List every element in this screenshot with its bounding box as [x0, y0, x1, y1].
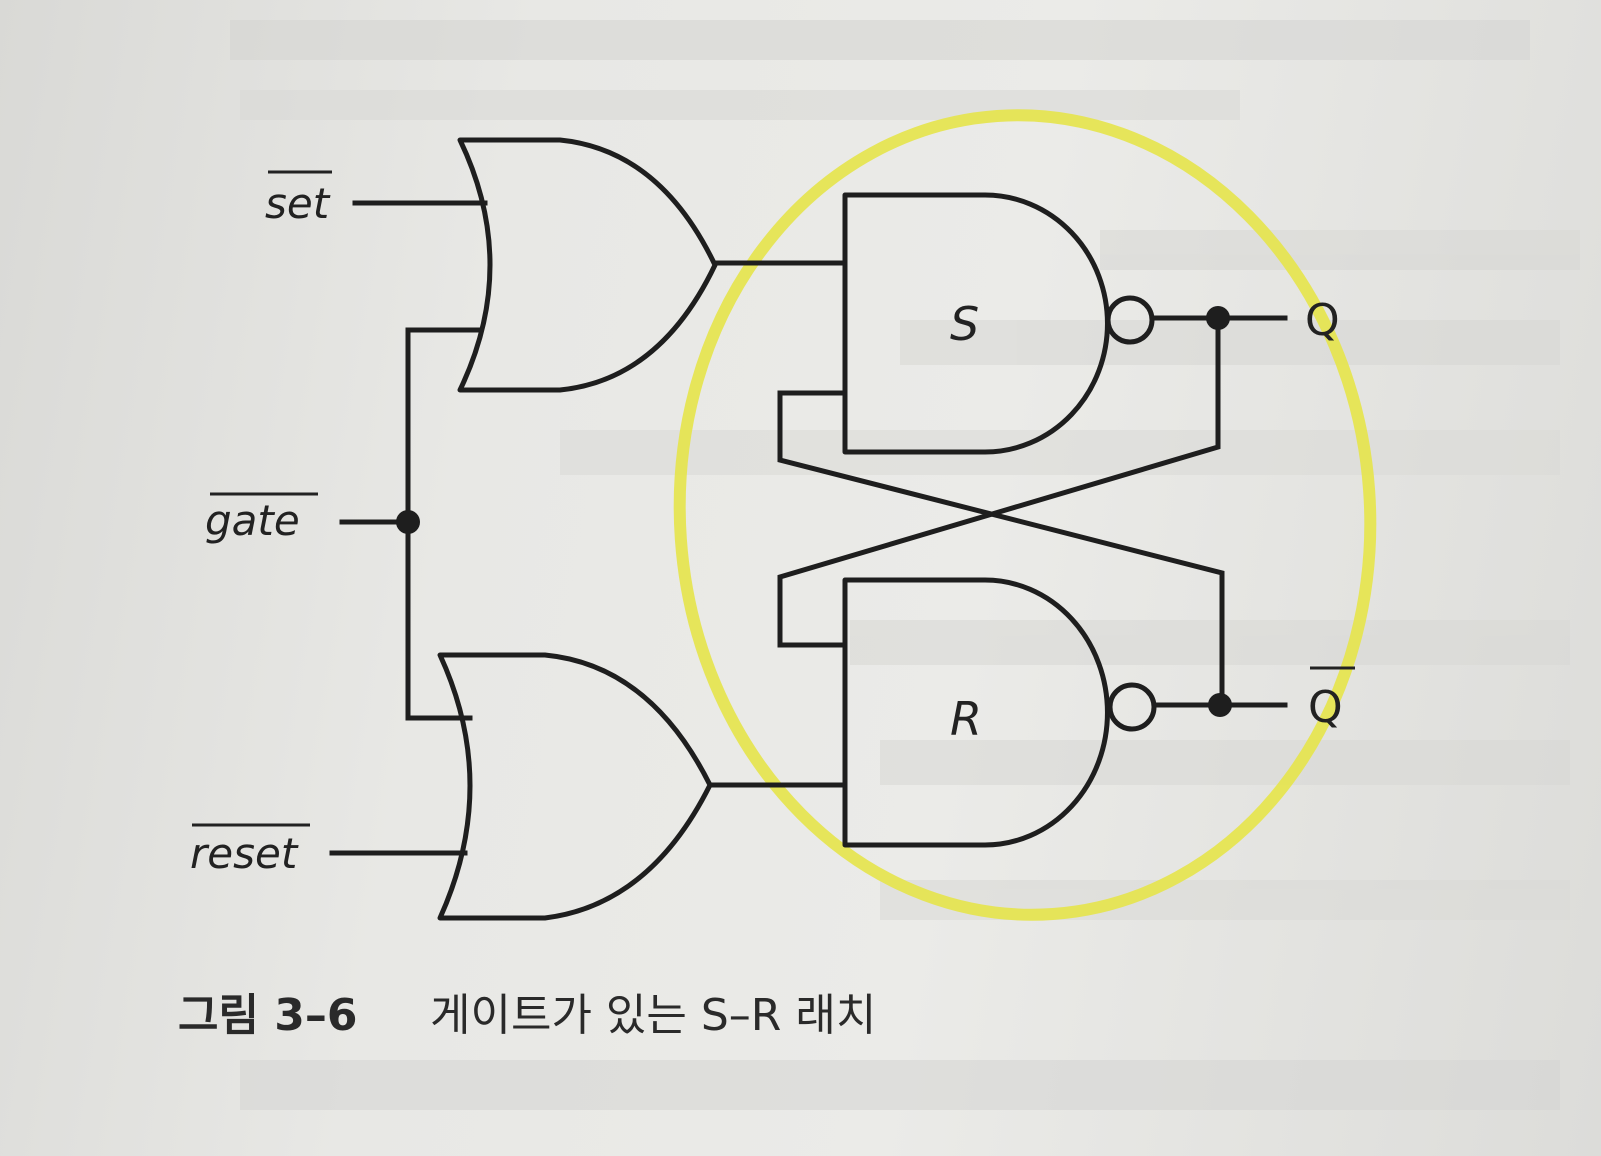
nand-s-label: S: [950, 297, 979, 351]
figure-caption: 게이트가 있는 S–R 래치: [430, 990, 876, 1041]
nand-gate-r: [842, 577, 1110, 848]
q-output-label: Q: [1305, 295, 1340, 346]
set-input-label: set: [265, 179, 331, 228]
q-bar-output-label: Q: [1308, 682, 1343, 733]
junction-dot-gate: [396, 510, 420, 534]
yellow-highlight-circle: [673, 109, 1377, 921]
bleed-through-text: [230, 20, 1580, 1110]
or-gate-bottom: [437, 652, 713, 921]
figure-number: 그림 3–6: [178, 990, 358, 1041]
junction-dot-qbar: [1208, 693, 1232, 717]
or-gate-top: [457, 137, 718, 393]
gate-input-label: gate: [205, 496, 300, 545]
nand-r-label: R: [950, 692, 982, 746]
nand-r-bubble: [1107, 682, 1157, 732]
reset-input-label: reset: [190, 829, 299, 878]
junction-dot-q: [1206, 306, 1230, 330]
